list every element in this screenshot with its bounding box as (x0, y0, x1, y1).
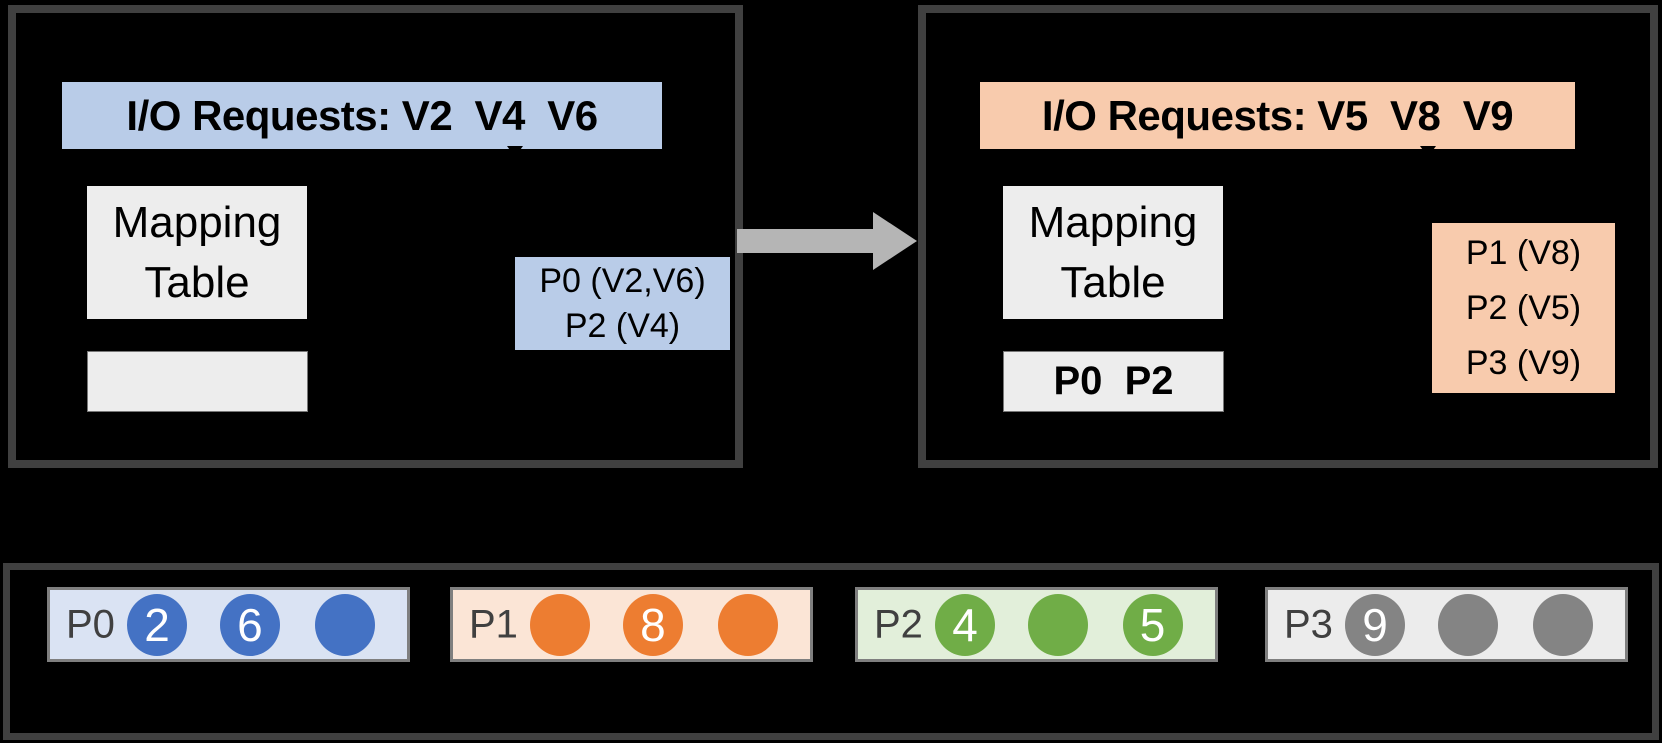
allocation-line: P1 (V8) (1465, 233, 1582, 272)
block-circle (530, 593, 591, 656)
block-circle (1532, 593, 1593, 656)
mapping-table-label: Mapping Table (1028, 197, 1198, 307)
mapping-table-box-after: Mapping Table (1003, 186, 1223, 319)
page-box-p0: P0 2 6 (47, 587, 410, 662)
io-requests-header-before: I/O Requests: V2 V4 V6 (62, 82, 662, 149)
mapping-table-label: Mapping Table (112, 197, 282, 307)
down-arrow-icon (507, 146, 523, 157)
block-circle (1027, 593, 1088, 656)
page-label: P1 (469, 602, 518, 646)
transition-arrow-icon (737, 212, 917, 270)
page-label: P3 (1284, 602, 1333, 646)
page-box-p3: P3 9 (1265, 587, 1628, 662)
page-label: P2 (874, 602, 923, 646)
page-box-p2: P2 4 5 (855, 587, 1218, 662)
block-circle: 8 (622, 593, 683, 656)
down-arrow-icon (1420, 146, 1436, 157)
allocation-line: P3 (V9) (1465, 343, 1582, 382)
block-circle: 4 (935, 593, 996, 656)
mapped-pages-box-empty (87, 351, 308, 412)
page-label: P0 (66, 602, 115, 646)
allocation-note-after: P1 (V8) P2 (V5) P3 (V9) (1432, 223, 1615, 393)
allocation-line: P2 (V4) (564, 306, 681, 345)
block-circle: 5 (1122, 593, 1183, 656)
block-circle: 2 (127, 593, 188, 656)
block-circle (1437, 593, 1498, 656)
io-requests-header-after: I/O Requests: V5 V8 V9 (980, 82, 1575, 149)
page-box-p1: P1 8 (450, 587, 813, 662)
allocation-line: P0 (V2,V6) (539, 261, 706, 300)
mapped-pages-box: P0 P2 (1003, 351, 1224, 412)
allocation-note-before: P0 (V2,V6) P2 (V4) (515, 257, 730, 350)
mapping-table-box-before: Mapping Table (87, 186, 307, 319)
block-circle: 9 (1345, 593, 1406, 656)
block-circle (717, 593, 778, 656)
allocation-line: P2 (V5) (1465, 288, 1582, 327)
block-circle (314, 593, 375, 656)
block-circle: 6 (219, 593, 280, 656)
